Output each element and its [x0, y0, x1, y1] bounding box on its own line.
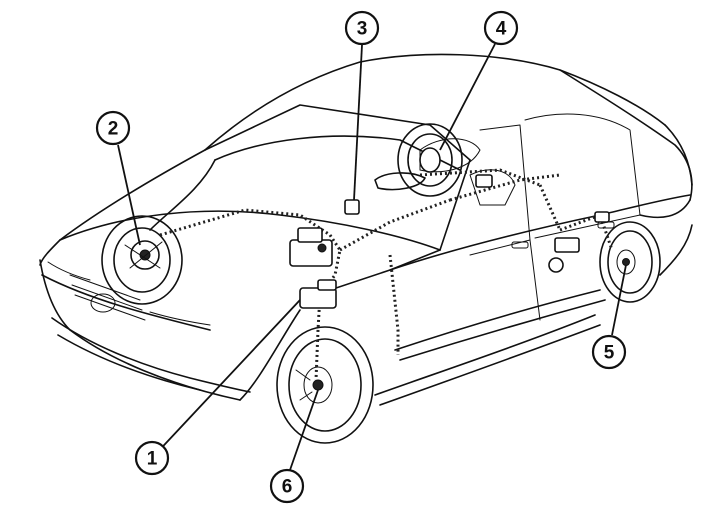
rear-left-wheel [599, 221, 661, 303]
callout-1-label: 1 [147, 449, 158, 470]
master-cylinder-unit [289, 227, 337, 309]
callout-3-label: 3 [357, 19, 368, 40]
callout-3: 3 [344, 10, 380, 46]
rear-brake-drum [419, 147, 441, 173]
callout-leaders [117, 43, 627, 471]
callout-4: 4 [483, 10, 519, 46]
callout-1: 1 [134, 440, 170, 476]
callout-2: 2 [95, 110, 131, 146]
car-body [39, 53, 693, 406]
callout-6: 6 [269, 468, 305, 504]
callout-2-label: 2 [108, 119, 119, 140]
brake-lines [159, 168, 614, 381]
rear-axle-components [475, 174, 610, 273]
callout-4-label: 4 [496, 19, 507, 40]
callout-6-label: 6 [282, 477, 293, 498]
pressure-regulator [344, 199, 360, 215]
front-left-wheel [276, 326, 374, 444]
front-right-wheel [101, 215, 183, 305]
callout-5: 5 [591, 334, 627, 370]
callout-5-label: 5 [604, 343, 615, 364]
